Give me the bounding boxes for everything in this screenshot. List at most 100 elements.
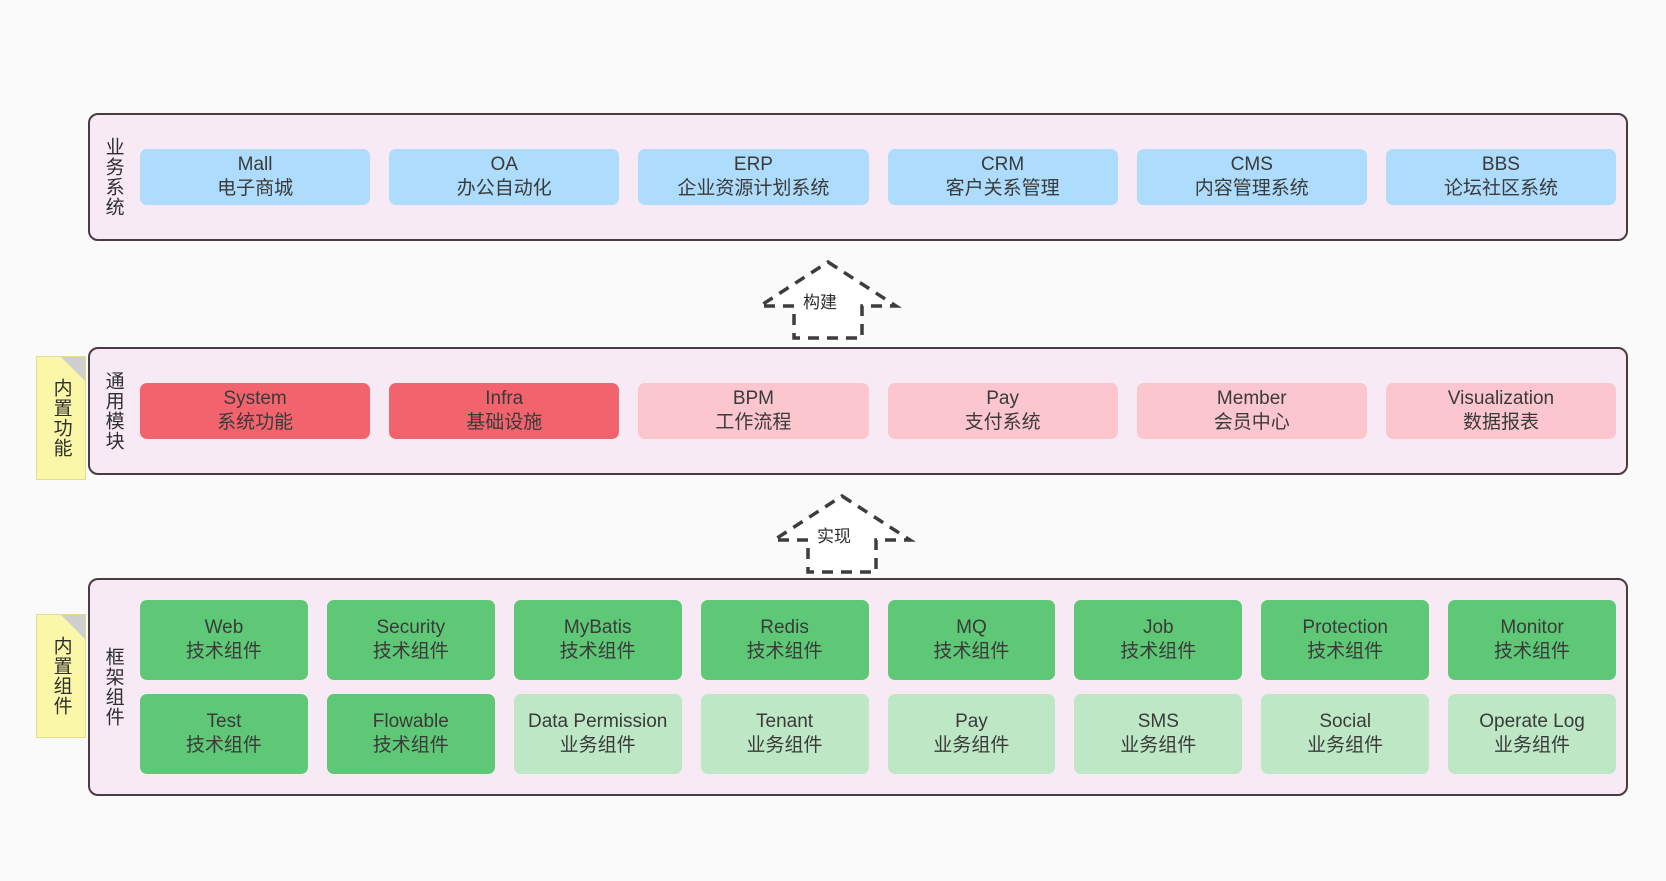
row-tech-components: Web 技术组件 Security 技术组件 MyBatis 技术组件 Redi… <box>140 600 1616 680</box>
box-erp[interactable]: ERP 企业资源计划系统 <box>638 149 869 205</box>
note-fold-corner-icon <box>61 615 85 639</box>
box-mall[interactable]: Mall 电子商城 <box>140 149 371 205</box>
layer-body-common-modules: System 系统功能 Infra 基础设施 BPM 工作流程 Pay 支付系统… <box>136 349 1626 473</box>
box-infra[interactable]: Infra 基础设施 <box>389 383 620 439</box>
row-business-components: Test 技术组件 Flowable 技术组件 Data Permission … <box>140 694 1616 774</box>
box-social[interactable]: Social 业务组件 <box>1261 694 1430 774</box>
row-common-modules: System 系统功能 Infra 基础设施 BPM 工作流程 Pay 支付系统… <box>140 383 1617 439</box>
row-business-systems: Mall 电子商城 OA 办公自动化 ERP 企业资源计划系统 CRM 客户关系… <box>140 149 1617 205</box>
build-arrow-shape <box>754 259 902 340</box>
box-job-cn: 技术组件 <box>1120 641 1197 662</box>
layer-title-common-modules: 通用模块 <box>102 371 124 451</box>
box-bpm[interactable]: BPM 工作流程 <box>638 383 869 439</box>
box-oa-cn: 办公自动化 <box>456 178 552 199</box>
layer-business-system: 业务系统 Mall 电子商城 OA 办公自动化 ERP 企业资源计划系统 CRM… <box>88 113 1628 241</box>
box-sms[interactable]: SMS 业务组件 <box>1074 694 1243 774</box>
box-data-permission-cn: 业务组件 <box>559 735 636 756</box>
box-flowable-en: Flowable <box>372 711 449 733</box>
implement-arrow-shape <box>768 493 916 574</box>
layer-body-business-system: Mall 电子商城 OA 办公自动化 ERP 企业资源计划系统 CRM 客户关系… <box>136 115 1626 239</box>
box-mq-cn: 技术组件 <box>933 641 1010 662</box>
connector-implement-label: 实现 <box>817 527 851 546</box>
box-monitor-cn: 技术组件 <box>1494 641 1571 662</box>
box-tenant[interactable]: Tenant 业务组件 <box>700 694 869 774</box>
box-system-en: System <box>223 388 287 410</box>
box-operate-log[interactable]: Operate Log 业务组件 <box>1448 694 1616 774</box>
layer-title-framework-components: 框架组件 <box>102 647 124 727</box>
box-tenant-cn: 业务组件 <box>746 735 823 756</box>
box-cms-cn: 内容管理系统 <box>1194 178 1309 199</box>
box-mybatis[interactable]: MyBatis 技术组件 <box>513 600 682 680</box>
box-flowable[interactable]: Flowable 技术组件 <box>326 694 495 774</box>
box-erp-en: ERP <box>733 154 773 176</box>
box-web-cn: 技术组件 <box>185 641 262 662</box>
box-flowable-cn: 技术组件 <box>372 735 449 756</box>
box-system-cn: 系统功能 <box>217 412 294 433</box>
box-visualization-en: Visualization <box>1447 388 1555 410</box>
box-pay-component[interactable]: Pay 业务组件 <box>887 694 1056 774</box>
box-job-en: Job <box>1142 617 1174 639</box>
box-pay-module[interactable]: Pay 支付系统 <box>887 383 1118 439</box>
box-infra-cn: 基础设施 <box>466 412 543 433</box>
box-oa[interactable]: OA 办公自动化 <box>389 149 620 205</box>
box-protection-cn: 技术组件 <box>1307 641 1384 662</box>
box-member[interactable]: Member 会员中心 <box>1136 383 1367 439</box>
box-member-cn: 会员中心 <box>1213 412 1290 433</box>
note-builtin-components-label: 内置组件 <box>50 636 72 716</box>
connector-build-arrow: 构建 <box>754 258 902 342</box>
box-visualization[interactable]: Visualization 数据报表 <box>1385 383 1617 439</box>
box-test[interactable]: Test 技术组件 <box>140 694 308 774</box>
box-cms-en: CMS <box>1230 154 1273 176</box>
box-sms-en: SMS <box>1137 711 1179 733</box>
box-system[interactable]: System 系统功能 <box>140 383 371 439</box>
box-crm[interactable]: CRM 客户关系管理 <box>887 149 1118 205</box>
box-bpm-cn: 工作流程 <box>715 412 792 433</box>
box-sms-cn: 业务组件 <box>1120 735 1197 756</box>
box-mall-en: Mall <box>237 154 273 176</box>
connector-build-label: 构建 <box>803 293 837 312</box>
box-protection[interactable]: Protection 技术组件 <box>1261 600 1430 680</box>
note-builtin-functions-label: 内置功能 <box>50 378 72 458</box>
box-bbs-en: BBS <box>1481 154 1520 176</box>
box-web-en: Web <box>204 617 244 639</box>
box-redis-en: Redis <box>760 617 809 639</box>
box-bpm-en: BPM <box>732 388 775 410</box>
box-data-permission-en: Data Permission <box>527 711 668 733</box>
box-web[interactable]: Web 技术组件 <box>140 600 308 680</box>
box-oa-en: OA <box>490 154 518 176</box>
box-mq[interactable]: MQ 技术组件 <box>887 600 1056 680</box>
note-fold-corner-icon <box>61 357 85 381</box>
box-pay-module-en: Pay <box>986 388 1019 410</box>
box-mybatis-en: MyBatis <box>563 617 632 639</box>
box-security-cn: 技术组件 <box>372 641 449 662</box>
box-job[interactable]: Job 技术组件 <box>1074 600 1243 680</box>
box-bbs[interactable]: BBS 论坛社区系统 <box>1385 149 1617 205</box>
box-mq-en: MQ <box>956 617 987 639</box>
box-visualization-cn: 数据报表 <box>1462 412 1539 433</box>
box-member-en: Member <box>1216 388 1287 410</box>
box-test-cn: 技术组件 <box>185 735 262 756</box>
connector-implement-arrow: 实现 <box>768 492 916 576</box>
box-mybatis-cn: 技术组件 <box>559 641 636 662</box>
box-social-en: Social <box>1319 711 1372 733</box>
box-data-permission[interactable]: Data Permission 业务组件 <box>513 694 682 774</box>
box-test-en: Test <box>206 711 242 733</box>
layer-framework-components: 框架组件 Web 技术组件 Security 技术组件 MyBatis 技术组件… <box>88 578 1628 796</box>
box-cms[interactable]: CMS 内容管理系统 <box>1136 149 1367 205</box>
box-operate-log-cn: 业务组件 <box>1494 735 1571 756</box>
box-erp-cn: 企业资源计划系统 <box>677 178 830 199</box>
box-monitor-en: Monitor <box>1500 617 1564 639</box>
layer-title-business-system: 业务系统 <box>102 137 124 217</box>
box-redis[interactable]: Redis 技术组件 <box>700 600 869 680</box>
box-social-cn: 业务组件 <box>1307 735 1384 756</box>
box-monitor[interactable]: Monitor 技术组件 <box>1448 600 1616 680</box>
box-redis-cn: 技术组件 <box>746 641 823 662</box>
box-security-en: Security <box>376 617 446 639</box>
note-builtin-components: 内置组件 <box>36 614 86 738</box>
box-pay-module-cn: 支付系统 <box>964 412 1041 433</box>
box-crm-cn: 客户关系管理 <box>945 178 1060 199</box>
box-security[interactable]: Security 技术组件 <box>326 600 495 680</box>
box-tenant-en: Tenant <box>756 711 814 733</box>
box-pay-component-cn: 业务组件 <box>933 735 1010 756</box>
